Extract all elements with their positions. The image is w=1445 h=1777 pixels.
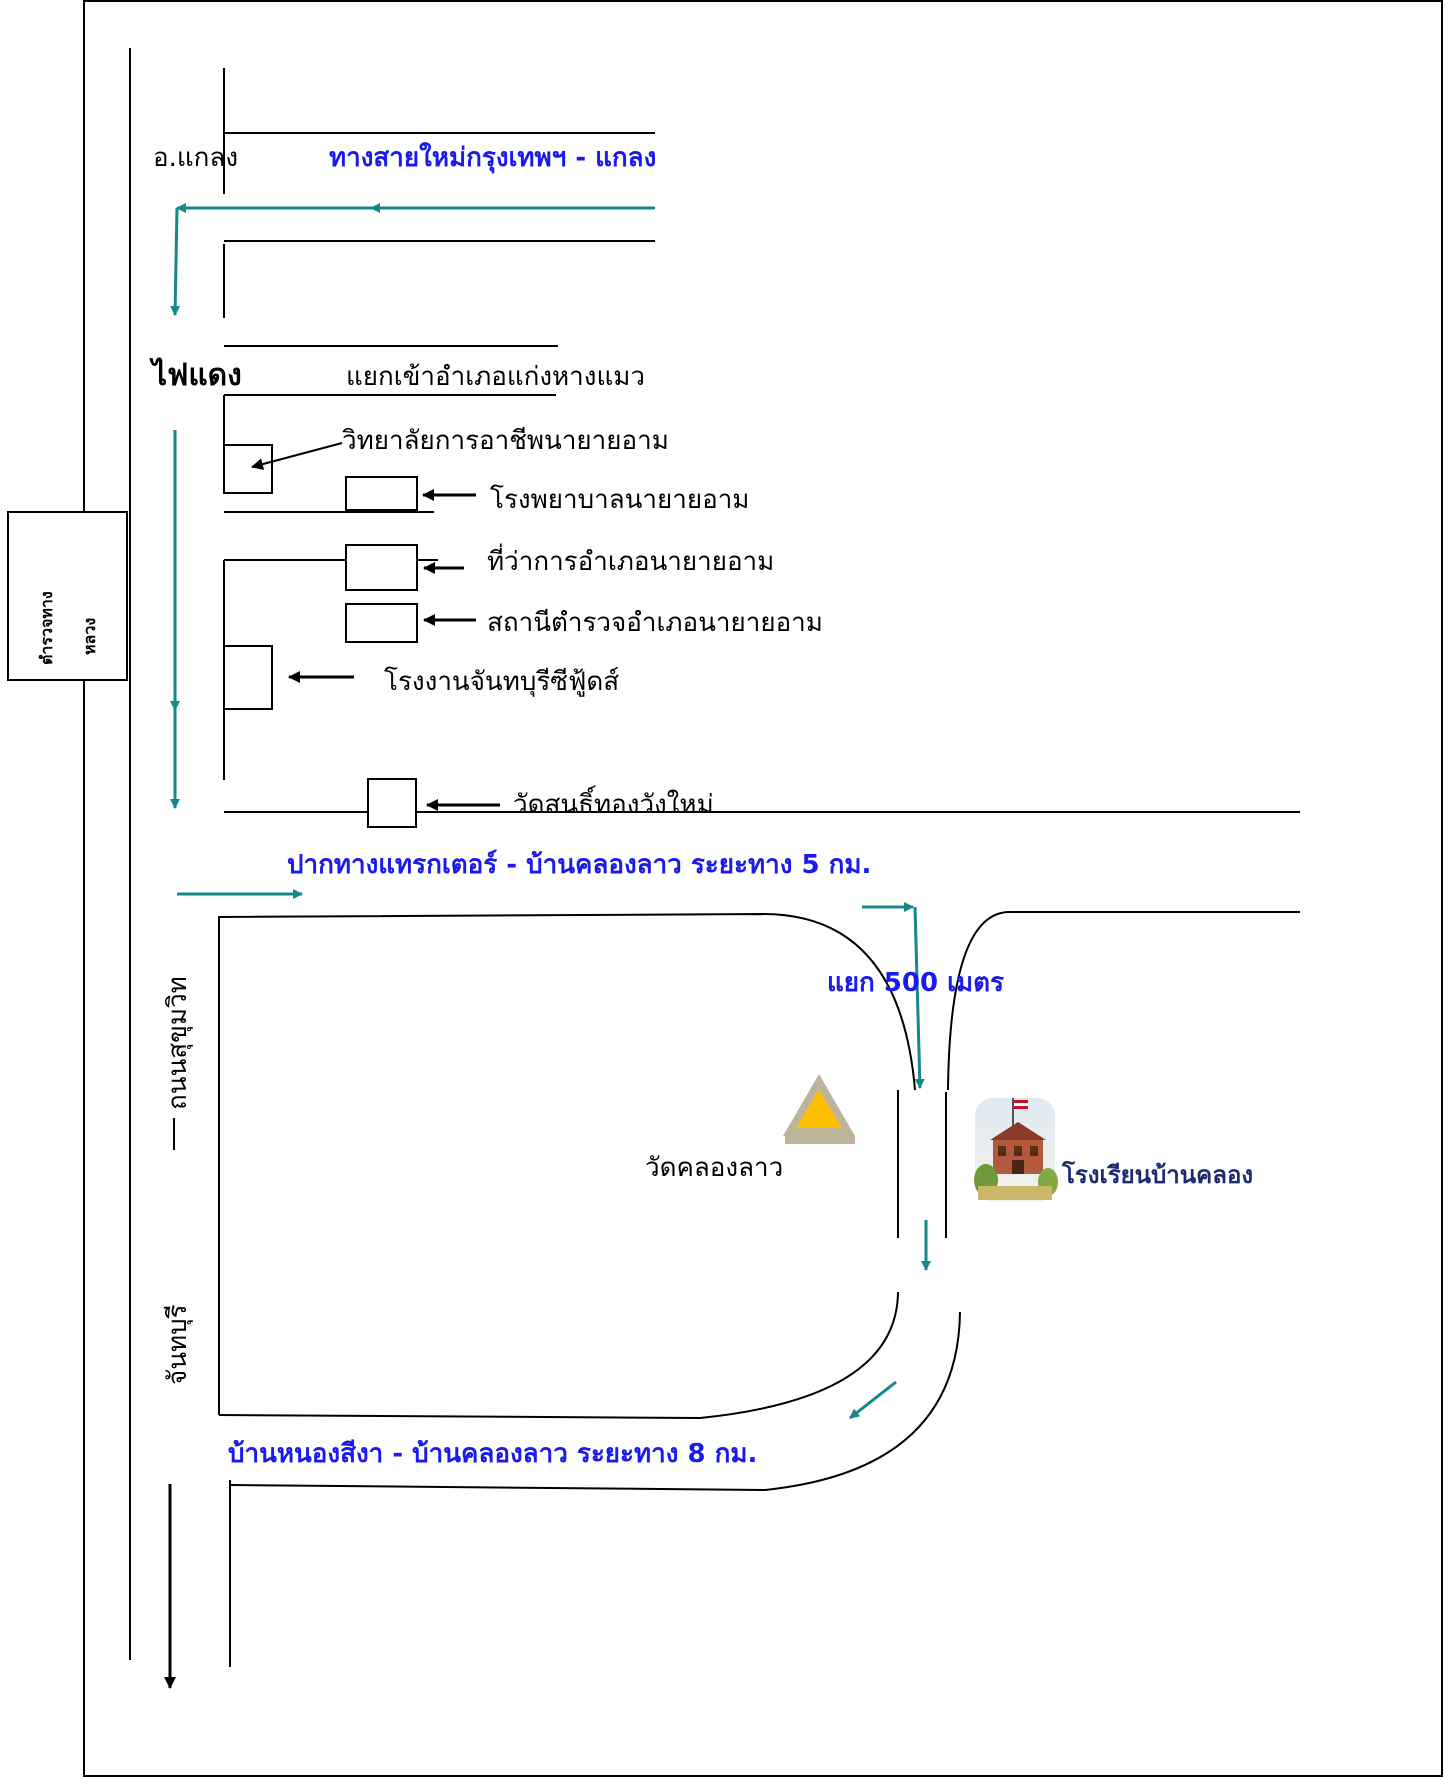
wat-khlong-lao-label: วัดคลองลาว xyxy=(645,1153,783,1183)
college-label: วิทยาลัยการอาชีพนายายอาม xyxy=(342,426,669,456)
junction-500m-label: แยก 500 เมตร xyxy=(827,968,1004,998)
new-highway-label: ทางสายใหม่กรุงเทพฯ - แกลง xyxy=(329,142,656,174)
chanthaburi-label: จันทบุรี xyxy=(163,1304,193,1385)
police-station-label: สถานีตำรวจอำเภอนายายอาม xyxy=(487,608,823,638)
traffic-light-label: ไฟแดง xyxy=(149,357,242,393)
triangle-temple-icon xyxy=(783,1074,855,1144)
nong-sing-road-south-edge xyxy=(229,1311,961,1492)
route-arrow-nong-sing xyxy=(849,1380,897,1420)
route-arrow-junction-500m-south xyxy=(913,906,925,1089)
junction-kaeng-hang-maeo-label: แยกเข้าอำเภอแก่งหางแมว xyxy=(346,362,645,392)
hospital-building xyxy=(345,476,418,511)
route-arrow-highway-turn xyxy=(170,207,181,316)
school-building-icon xyxy=(974,1098,1058,1202)
nong-sing-road-north-edge xyxy=(218,1291,899,1420)
tractor-road-east-edge xyxy=(947,910,1300,1091)
school-label: โรงเรียนบ้านคลอง xyxy=(1061,1160,1253,1189)
college-building xyxy=(223,444,273,494)
tractor-road-south-edge xyxy=(218,912,916,1415)
highway-police-line2: หลวง xyxy=(80,618,99,655)
police-station-building xyxy=(345,603,418,643)
page-frame xyxy=(83,0,1443,1777)
hospital-label: โรงพยาบาลนายายอาม xyxy=(490,484,749,515)
wat-sonthi-building xyxy=(367,778,417,828)
highway-police-box xyxy=(7,511,128,681)
amphoe-klaeng-label: อ.แกลง xyxy=(153,143,238,173)
sukhumvit-road-label: ถนนสุขุมวิท xyxy=(163,976,193,1110)
highway-police-line1: ตำรวจทาง xyxy=(37,591,56,665)
nong-sing-road-label: บ้านหนองสีงา - บ้านคลองลาว ระยะทาง 8 กม. xyxy=(228,1439,757,1469)
college-pointer-arrow xyxy=(251,442,343,470)
factory-label: โรงงานจันทบุรีซีฟู้ดส์ xyxy=(384,666,619,697)
wat-sonthi-label: วัดสนธิ์ทองวังใหม่ xyxy=(513,785,714,820)
tractor-junction-label: ปากทางแทรกเตอร์ - บ้านคลองลาว ระยะทาง 5 … xyxy=(287,849,871,880)
district-office-label: ที่ว่าการอำเภอนายายอาม xyxy=(487,543,774,577)
district-office-building xyxy=(345,544,418,591)
factory-building xyxy=(223,645,273,710)
